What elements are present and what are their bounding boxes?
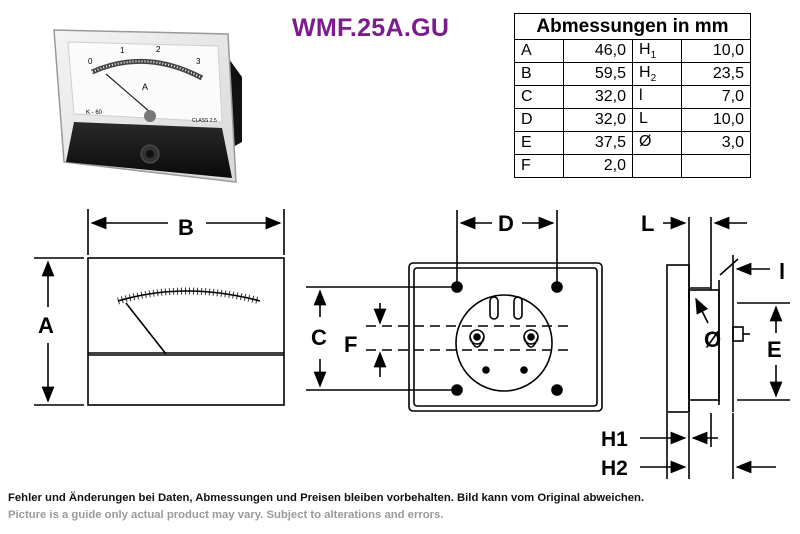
photo-scale-0: 0 xyxy=(88,57,93,66)
scale-ticks xyxy=(91,60,203,79)
dimension-value: 23,5 xyxy=(681,62,751,86)
label-H2: H2 xyxy=(601,457,628,480)
dimension-value: 3,0 xyxy=(681,131,751,155)
photo-scale-2: 2 xyxy=(156,45,161,54)
disclaimer-english: Picture is a guide only actual product m… xyxy=(8,509,444,521)
needle-pivot xyxy=(144,110,156,122)
dimension-label-text: H xyxy=(639,63,651,81)
product-title: WMF.25A.GU xyxy=(292,14,450,42)
back-inner-frame xyxy=(413,267,598,407)
front-scale-ticks xyxy=(116,287,261,305)
label-F: F xyxy=(344,332,357,357)
dimension-label-text: l xyxy=(639,86,643,104)
photo-scale-3: 3 xyxy=(196,57,201,66)
dimension-value: 32,0 xyxy=(563,85,633,109)
dimension-value: 32,0 xyxy=(563,108,633,132)
photo-class: CLASS 2.5 xyxy=(192,118,217,124)
dimension-label-text: L xyxy=(639,109,648,127)
dimension-label-text: H xyxy=(639,40,651,58)
dimension-value: 59,5 xyxy=(563,62,633,86)
label-l: l xyxy=(779,259,785,284)
label-L: L xyxy=(641,211,654,236)
front-needle xyxy=(125,302,167,355)
disclaimer-german: Fehler und Änderungen bei Daten, Abmessu… xyxy=(8,492,645,504)
dimension-value: 46,0 xyxy=(563,39,633,63)
label-C: C xyxy=(311,325,327,350)
side-view xyxy=(640,216,790,479)
dimension-label: B xyxy=(514,62,564,86)
dimension-label: A xyxy=(514,39,564,63)
dial-face xyxy=(67,41,223,123)
dimension-label-text: Ø xyxy=(639,132,652,150)
front-view xyxy=(34,209,285,406)
dimension-value: 10,0 xyxy=(681,39,751,63)
dimension-label: H2 xyxy=(632,62,682,86)
back-view xyxy=(306,210,603,412)
dimension-label-subscript: 2 xyxy=(650,73,657,85)
dimension-value xyxy=(681,154,751,178)
dimension-value: 10,0 xyxy=(681,108,751,132)
back-body-circle xyxy=(455,294,553,392)
photo-model: K - 60 xyxy=(86,110,103,116)
side-front-flange xyxy=(666,264,690,413)
label-A: A xyxy=(38,313,54,338)
dimension-label: D xyxy=(514,108,564,132)
photo-unit: A xyxy=(142,82,148,92)
label-H1: H1 xyxy=(601,428,628,451)
dimension-label: F xyxy=(514,154,564,178)
dimension-label: Ø xyxy=(632,131,682,155)
dimension-label: C xyxy=(514,85,564,109)
dimension-drawing: B A D C F L l E Ø H1 H2 xyxy=(34,209,790,480)
dimension-value: 37,5 xyxy=(563,131,633,155)
photo-needle xyxy=(105,73,151,113)
dimension-label: H1 xyxy=(632,39,682,63)
dimension-label: E xyxy=(514,131,564,155)
side-terminal xyxy=(732,326,744,342)
label-E: E xyxy=(767,337,782,362)
photo-scale-1: 1 xyxy=(120,46,125,55)
dimension-label: L xyxy=(632,108,682,132)
label-B: B xyxy=(178,215,194,240)
dimension-label xyxy=(632,154,682,178)
front-scale-arc xyxy=(117,290,261,302)
dimension-label: l xyxy=(632,85,682,109)
back-outer-frame xyxy=(408,262,603,412)
label-diameter: Ø xyxy=(704,327,721,352)
dimension-value: 7,0 xyxy=(681,85,751,109)
ammeter-photo: 0 1 2 3 A K - 60 CLASS 2.5 xyxy=(53,29,242,183)
dimension-label-subscript: 1 xyxy=(650,50,657,62)
front-outline xyxy=(87,257,285,406)
product-photo: 0 1 2 3 A K - 60 CLASS 2.5 xyxy=(46,22,246,187)
dimension-value: 2,0 xyxy=(563,154,633,178)
mount-hole-br xyxy=(551,384,563,396)
label-D: D xyxy=(498,211,514,236)
dimensions-table-header: Abmessungen in mm xyxy=(514,13,751,40)
